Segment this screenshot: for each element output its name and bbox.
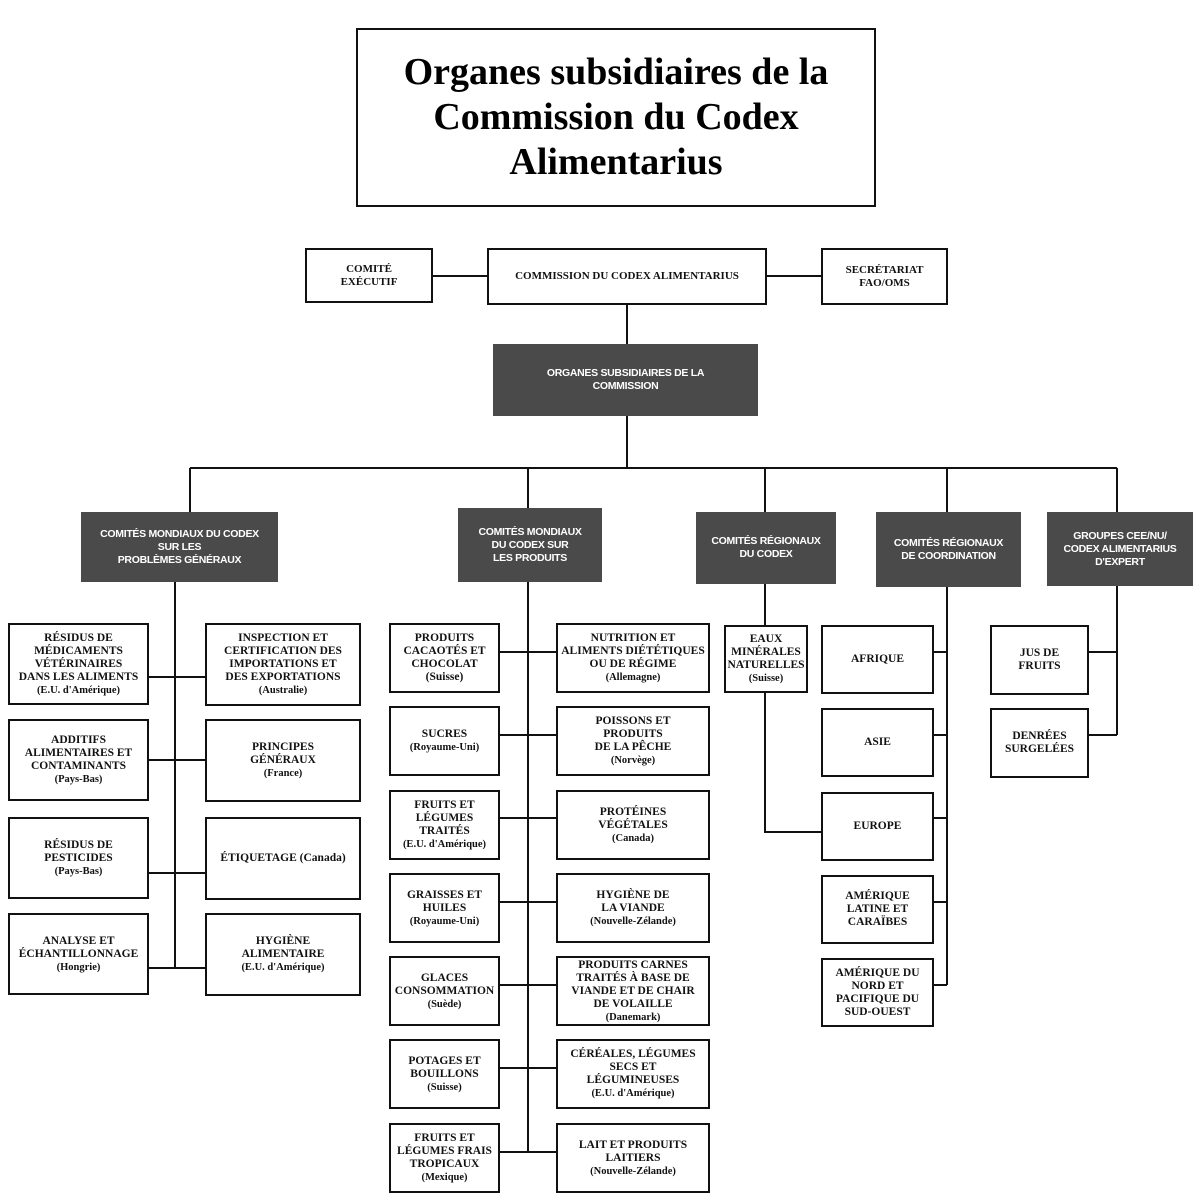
committee-box: AFRIQUE (821, 625, 934, 694)
committee-box: EUROPE (821, 792, 934, 861)
group-box: COMITÉS RÉGIONAUX DU CODEX (696, 512, 836, 584)
committee-name: EAUX MINÉRALES NATURELLES (727, 633, 805, 671)
committee-country: (Nouvelle-Zélande) (590, 915, 676, 927)
label: SECRÉTARIAT FAO/OMS (845, 263, 924, 289)
committee-box: DENRÉES SURGELÉES (990, 708, 1089, 778)
committee-country: (E.U. d'Amérique) (241, 962, 325, 973)
committee-box: GRAISSES ET HUILES(Royaume-Uni) (389, 873, 500, 943)
committee-box: ANALYSE ET ÉCHANTILLONNAGE(Hongrie) (8, 913, 149, 995)
committee-name: FRUITS ET LÉGUMES TRAITÉS (414, 799, 475, 837)
commission-box: COMMISSION DU CODEX ALIMENTARIUS (487, 248, 767, 305)
committee-name: RÉSIDUS DE PESTICIDES (44, 838, 113, 864)
committee-box: ÉTIQUETAGE (Canada) (205, 817, 361, 900)
committee-box: PRINCIPES GÉNÉRAUX (France) (205, 719, 361, 802)
committee-box: ADDITIFS ALIMENTAIRES ET CONTAMINANTS (Pa… (8, 719, 149, 801)
committee-name: HYGIÈNE DE LA VIANDE (596, 888, 670, 914)
committee-country: (Hongrie) (56, 961, 101, 973)
committee-box: CÉRÉALES, LÉGUMES SECS ET LÉGUMINEUSES (E… (556, 1039, 710, 1109)
committee-country: (Pays-Bas) (54, 865, 103, 877)
committee-box: LAIT ET PRODUITS LAITIERS(Nouvelle-Zélan… (556, 1123, 710, 1193)
comite-executif-box: COMITÉ EXÉCUTIF (305, 248, 433, 303)
committee-name: AMÉRIQUE DU NORD ET PACIFIQUE DU SUD-OUE… (835, 966, 920, 1018)
committee-country: (France) (263, 768, 303, 779)
committee-country: (Royaume-Uni) (409, 742, 480, 753)
committee-name: PROTÉINES VÉGÉTALES (598, 805, 668, 831)
committee-country: (Allemagne) (605, 672, 661, 683)
committee-name: HYGIÈNE ALIMENTAIRE (241, 935, 325, 960)
committee-name: EUROPE (853, 820, 902, 832)
committee-box: PRODUITS CACAOTÉS ET CHOCOLAT (Suisse) (389, 623, 500, 693)
committee-name: NUTRITION ET ALIMENTS DIÉTÉTIQUES OU DE … (561, 632, 705, 670)
label: COMITÉ EXÉCUTIF (340, 262, 398, 288)
committee-country: (E.U. d'Amérique) (402, 839, 487, 850)
committee-name: PRINCIPES GÉNÉRAUX (250, 741, 316, 766)
committee-country: (Suède) (427, 998, 462, 1010)
group-box: COMITÉS MONDIAUX DU CODEX SUR LES PROBLÈ… (81, 512, 278, 582)
label: COMMISSION DU CODEX ALIMENTARIUS (515, 270, 739, 282)
committee-country: (Australie) (258, 685, 308, 696)
committee-name: FRUITS ET LÉGUMES FRAIS TROPICAUX (397, 1132, 492, 1170)
committee-name: ASIE (864, 736, 891, 748)
committee-box: FRUITS ET LÉGUMES TRAITÉS (E.U. d'Amériqu… (389, 790, 500, 860)
committee-box: RÉSIDUS DE PESTICIDES(Pays-Bas) (8, 817, 149, 899)
committee-name: CÉRÉALES, LÉGUMES SECS ET LÉGUMINEUSES (570, 1048, 696, 1086)
group-box: COMITÉS MONDIAUX DU CODEX SUR LES PRODUI… (458, 508, 602, 582)
group-box: COMITÉS RÉGIONAUX DE COORDINATION (876, 512, 1021, 587)
committee-box: AMÉRIQUE DU NORD ET PACIFIQUE DU SUD-OUE… (821, 958, 934, 1027)
group-box: GROUPES CEE/NU/ CODEX ALIMENTARIUS D'EXP… (1047, 512, 1193, 586)
committee-name: INSPECTION ET CERTIFICATION DES IMPORTAT… (224, 632, 342, 683)
committee-box: JUS DE FRUITS (990, 625, 1089, 695)
committee-country: (Suisse) (427, 1081, 462, 1093)
committee-name: PRODUITS CACAOTÉS ET CHOCOLAT (Suisse) (403, 632, 486, 683)
committee-country: (Danemark) (605, 1011, 661, 1023)
committee-box: AMÉRIQUE LATINE ET CARAÏBES (821, 875, 934, 944)
committee-box: FRUITS ET LÉGUMES FRAIS TROPICAUX (Mexiqu… (389, 1123, 500, 1193)
committee-box: NUTRITION ET ALIMENTS DIÉTÉTIQUES OU DE … (556, 623, 710, 693)
committee-name: ANALYSE ET ÉCHANTILLONNAGE (18, 934, 139, 960)
committee-box: EAUX MINÉRALES NATURELLES (Suisse) (724, 625, 808, 693)
committee-name: GLACES CONSOMMATION (394, 971, 495, 997)
committee-box: INSPECTION ET CERTIFICATION DES IMPORTAT… (205, 623, 361, 706)
committee-box: SUCRES (Royaume-Uni) (389, 706, 500, 776)
committee-name: POISSONS ET PRODUITS DE LA PÊCHE (594, 715, 672, 753)
committee-name: JUS DE FRUITS (1018, 647, 1061, 672)
committee-box: ASIE (821, 708, 934, 777)
committee-box: HYGIÈNE DE LA VIANDE(Nouvelle-Zélande) (556, 873, 710, 943)
committee-country: (Suisse) (748, 673, 784, 684)
committee-name: ÉTIQUETAGE (Canada) (220, 852, 346, 864)
committee-name: SUCRES (421, 728, 468, 740)
committee-box: RÉSIDUS DE MÉDICAMENTS VÉTÉRINAIRES DANS… (8, 623, 149, 705)
secretariat-box: SECRÉTARIAT FAO/OMS (821, 248, 948, 305)
committee-name: GRAISSES ET HUILES (406, 888, 483, 914)
committee-country: (Canada) (611, 832, 654, 844)
committee-country: (E.U. d'Amérique) (36, 684, 121, 696)
committee-country: (Norvège) (610, 755, 656, 766)
committee-name: ADDITIFS ALIMENTAIRES ET CONTAMINANTS (24, 734, 133, 772)
committee-box: HYGIÈNE ALIMENTAIRE (E.U. d'Amérique) (205, 913, 361, 996)
committee-box: POISSONS ET PRODUITS DE LA PÊCHE (Norvège… (556, 706, 710, 776)
committee-name: AFRIQUE (850, 653, 905, 665)
committee-box: POTAGES ET BOUILLONS(Suisse) (389, 1039, 500, 1109)
committee-name: LAIT ET PRODUITS LAITIERS (578, 1138, 688, 1164)
committee-country: (Royaume-Uni) (409, 915, 480, 927)
committee-country: (E.U. d'Amérique) (591, 1088, 675, 1099)
committee-name: DENRÉES SURGELÉES (1004, 730, 1075, 755)
organes-subsidiaires-box: ORGANES SUBSIDIAIRES DE LA COMMISSION (493, 344, 758, 416)
committee-box: PROTÉINES VÉGÉTALES(Canada) (556, 790, 710, 860)
committee-box: GLACES CONSOMMATION(Suède) (389, 956, 500, 1026)
page-title: Organes subsidiaires de la Commission du… (356, 28, 876, 207)
committee-country: (Pays-Bas) (54, 774, 103, 785)
committee-country: (Nouvelle-Zélande) (590, 1165, 676, 1177)
committee-box: PRODUITS CARNES TRAITÉS À BASE DE VIANDE… (556, 956, 710, 1026)
committee-name: POTAGES ET BOUILLONS (408, 1054, 481, 1080)
committee-name: RÉSIDUS DE MÉDICAMENTS VÉTÉRINAIRES DANS… (18, 631, 139, 683)
committee-name: PRODUITS CARNES TRAITÉS À BASE DE VIANDE… (571, 958, 695, 1010)
committee-country: (Mexique) (421, 1172, 468, 1183)
committee-name: AMÉRIQUE LATINE ET CARAÏBES (845, 890, 910, 928)
